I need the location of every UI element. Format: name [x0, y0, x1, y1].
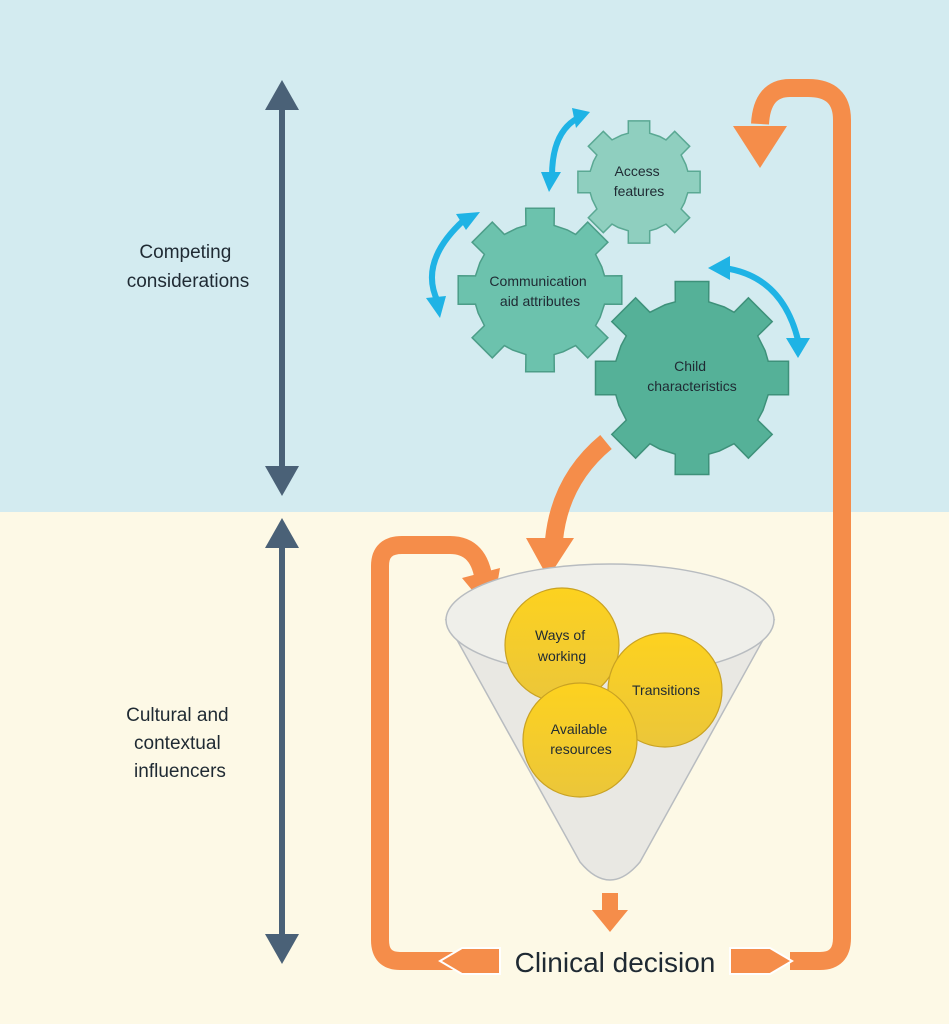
child-rotate-arrow: [708, 256, 810, 358]
top-double-arrow: [265, 80, 299, 496]
access-features-gear: [577, 120, 701, 244]
transitions-label: Transitions: [632, 682, 700, 698]
access-features-label: Access features: [614, 163, 665, 199]
top-band-label: Competing considerations: [127, 242, 250, 292]
ways-of-working-label: Ways of working: [535, 627, 589, 664]
access-rotate-arrow: [541, 108, 590, 192]
communication-aid-label: Communication aid attributes: [489, 273, 590, 309]
communication-rotate-arrow: [426, 212, 480, 318]
gears-to-funnel-arrow: [526, 435, 612, 578]
child-characteristics-label: Child characteristics: [647, 358, 736, 394]
ways-of-working-ball: [504, 587, 620, 703]
child-characteristics-gear: [594, 280, 790, 476]
available-resources-label: Available resources: [550, 721, 611, 757]
clinical-decision-label: Clinical decision: [515, 947, 716, 978]
funnel-to-decision-arrow: [592, 893, 628, 932]
communication-aid-gear: [457, 207, 623, 373]
bottom-band-label: Cultural and contextual influencers: [126, 705, 234, 782]
bottom-double-arrow: [265, 518, 299, 964]
available-resources-ball: [522, 682, 638, 798]
right-feedback-loop: [729, 79, 851, 975]
